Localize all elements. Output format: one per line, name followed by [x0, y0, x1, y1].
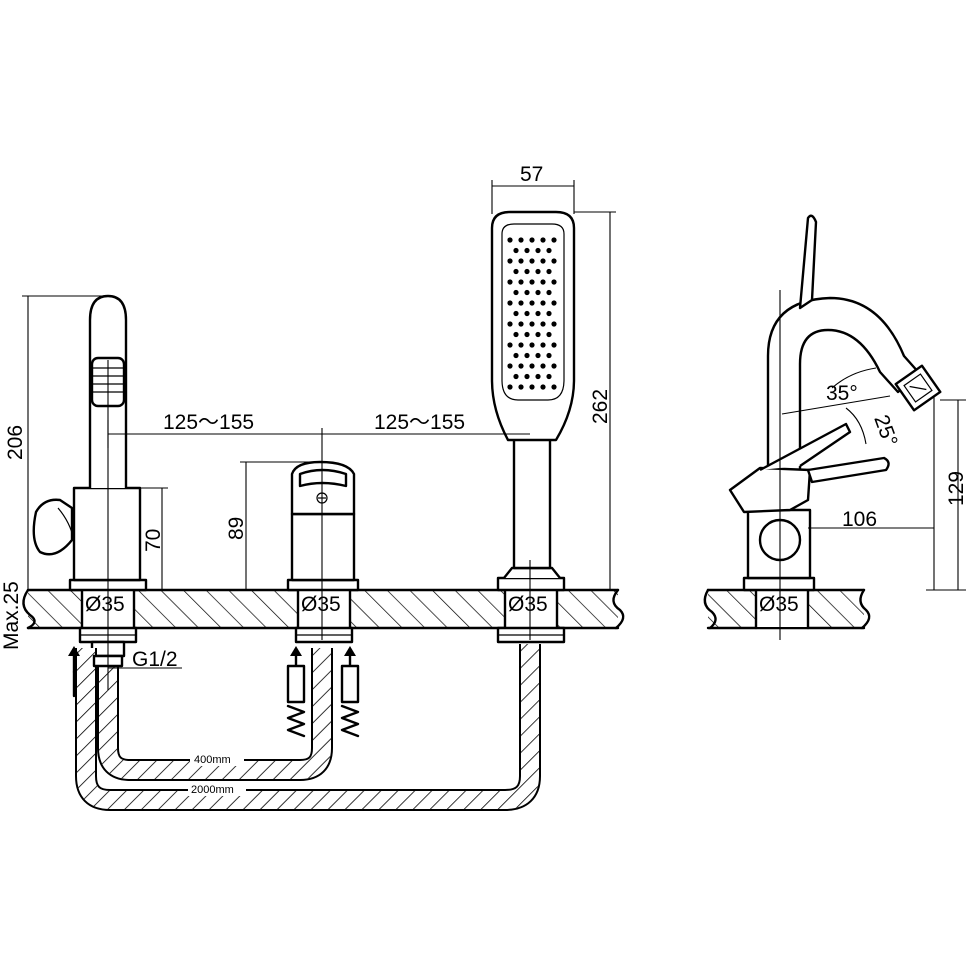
nozzle-dot: [507, 363, 513, 369]
nozzle-dot: [535, 268, 541, 275]
nozzle-dot: [546, 247, 552, 254]
nozzle-dot: [551, 300, 557, 306]
thread-label: G1/2: [132, 648, 178, 671]
nozzle-dot: [551, 384, 557, 390]
nozzle-dot: [524, 289, 530, 296]
nozzle-dot: [529, 342, 535, 348]
nozzle-dot: [507, 237, 513, 243]
nozzle-dot: [529, 258, 535, 264]
nozzle-dot: [513, 310, 519, 317]
nozzle-dot: [529, 279, 535, 285]
nozzle-dot: [551, 237, 557, 243]
handshower-height-label: 262: [589, 389, 612, 424]
nozzle-dot: [507, 342, 513, 348]
nozzle-dot: [529, 321, 535, 327]
countertop-front: [22, 588, 625, 630]
nozzle-dot: [529, 363, 535, 369]
handshower-front: [490, 210, 576, 644]
nozzle-dot: [518, 363, 524, 369]
side-reach-label: 106: [842, 508, 877, 531]
nozzle-dot: [524, 373, 530, 380]
spout-front: [32, 294, 148, 658]
nozzle-dot: [535, 247, 541, 254]
nozzle-dot: [518, 237, 524, 243]
nozzle-dot: [513, 247, 519, 254]
angle-handle-label: 25°: [869, 412, 901, 450]
nozzle-dot: [535, 352, 541, 359]
nozzle-dot: [535, 289, 541, 296]
nozzle-dot: [524, 352, 530, 359]
hole-handshower-label: Ø35: [508, 593, 548, 616]
hole-mixer-label: Ø35: [301, 593, 341, 616]
nozzle-dot: [546, 373, 552, 380]
nozzle-dot: [513, 268, 519, 275]
nozzle-dot: [518, 342, 524, 348]
side-height-label: 129: [945, 471, 966, 506]
nozzle-dot: [524, 268, 530, 275]
front-dimension-lines: [22, 180, 616, 690]
countertop-side: [703, 588, 871, 630]
nozzle-dot: [513, 331, 519, 338]
nozzle-dot: [507, 300, 513, 306]
nozzle-dot: [551, 342, 557, 348]
nozzle-dot: [546, 331, 552, 338]
nozzle-dot: [546, 268, 552, 275]
max-deck-label: Max.25: [0, 581, 23, 650]
nozzle-dot: [529, 384, 535, 390]
nozzle-dot: [535, 310, 541, 317]
handshower-width-label: 57: [520, 163, 543, 186]
nozzle-dot: [546, 352, 552, 359]
nozzle-dot: [524, 310, 530, 317]
nozzle-dot: [551, 321, 557, 327]
nozzle-dot: [524, 331, 530, 338]
nozzle-dot: [507, 384, 513, 390]
nozzle-dot: [551, 363, 557, 369]
nozzle-dot: [513, 352, 519, 359]
nozzle-dot: [540, 300, 546, 306]
nozzle-dot: [540, 258, 546, 264]
nozzle-dot: [513, 373, 519, 380]
hole-side-label: Ø35: [759, 593, 799, 616]
hoses: [75, 644, 541, 811]
spacing-left-label: 125～155: [163, 411, 254, 434]
nozzle-dot: [518, 258, 524, 264]
nozzle-dot: [540, 342, 546, 348]
hose-short-label: 400mm: [194, 754, 231, 766]
nozzle-dot: [540, 237, 546, 243]
nozzle-dot: [540, 363, 546, 369]
side-dimension-lines: [779, 290, 966, 640]
spout-height-label: 206: [4, 425, 27, 460]
nozzle-dot: [529, 300, 535, 306]
nozzle-dot: [540, 279, 546, 285]
nozzle-dot: [518, 300, 524, 306]
nozzle-dot: [507, 279, 513, 285]
nozzle-dot: [513, 289, 519, 296]
nozzle-dot: [535, 373, 541, 380]
spacing-right-label: 125～155: [374, 411, 465, 434]
nozzle-dot: [518, 384, 524, 390]
nozzle-dot: [551, 258, 557, 264]
nozzle-dot: [546, 310, 552, 317]
mixer-height-label: 89: [225, 517, 248, 540]
mixer-front: [286, 460, 360, 644]
nozzle-dot: [535, 331, 541, 338]
nozzle-dot: [518, 279, 524, 285]
nozzle-dot: [540, 384, 546, 390]
nozzle-dot: [507, 321, 513, 327]
hole-spout-label: Ø35: [85, 593, 125, 616]
nozzle-dot: [540, 321, 546, 327]
spout-body-height-label: 70: [142, 529, 165, 552]
shower-nozzles: [507, 237, 557, 390]
hose-long-label: 2000mm: [191, 784, 234, 796]
nozzle-dot: [551, 279, 557, 285]
nozzle-dot: [524, 247, 530, 254]
nozzle-dot: [546, 289, 552, 296]
angle-spout-label: 35°: [826, 382, 858, 405]
nozzle-dot: [518, 321, 524, 327]
nozzle-dot: [529, 237, 535, 243]
nozzle-dot: [507, 258, 513, 264]
